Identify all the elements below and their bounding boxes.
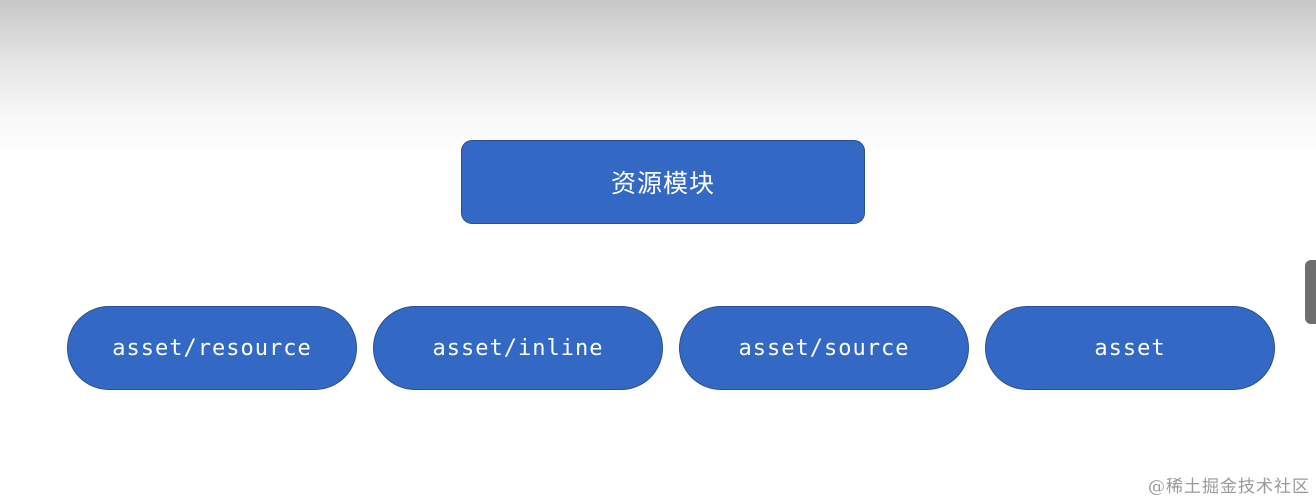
child-node-asset-source: asset/source bbox=[679, 306, 969, 390]
child-node-label: asset/resource bbox=[112, 335, 312, 361]
scrollbar-handle[interactable] bbox=[1305, 260, 1316, 324]
root-node-resource-module: 资源模块 bbox=[461, 140, 865, 224]
child-node-asset-resource: asset/resource bbox=[67, 306, 357, 390]
watermark-text: @稀土掘金技术社区 bbox=[1148, 477, 1310, 497]
child-node-label: asset bbox=[1094, 335, 1166, 361]
child-node-asset-inline: asset/inline bbox=[373, 306, 663, 390]
child-node-label: asset/inline bbox=[432, 335, 604, 361]
root-node-label: 资源模块 bbox=[610, 169, 715, 198]
child-node-label: asset/source bbox=[738, 335, 910, 361]
child-node-asset: asset bbox=[985, 306, 1275, 390]
